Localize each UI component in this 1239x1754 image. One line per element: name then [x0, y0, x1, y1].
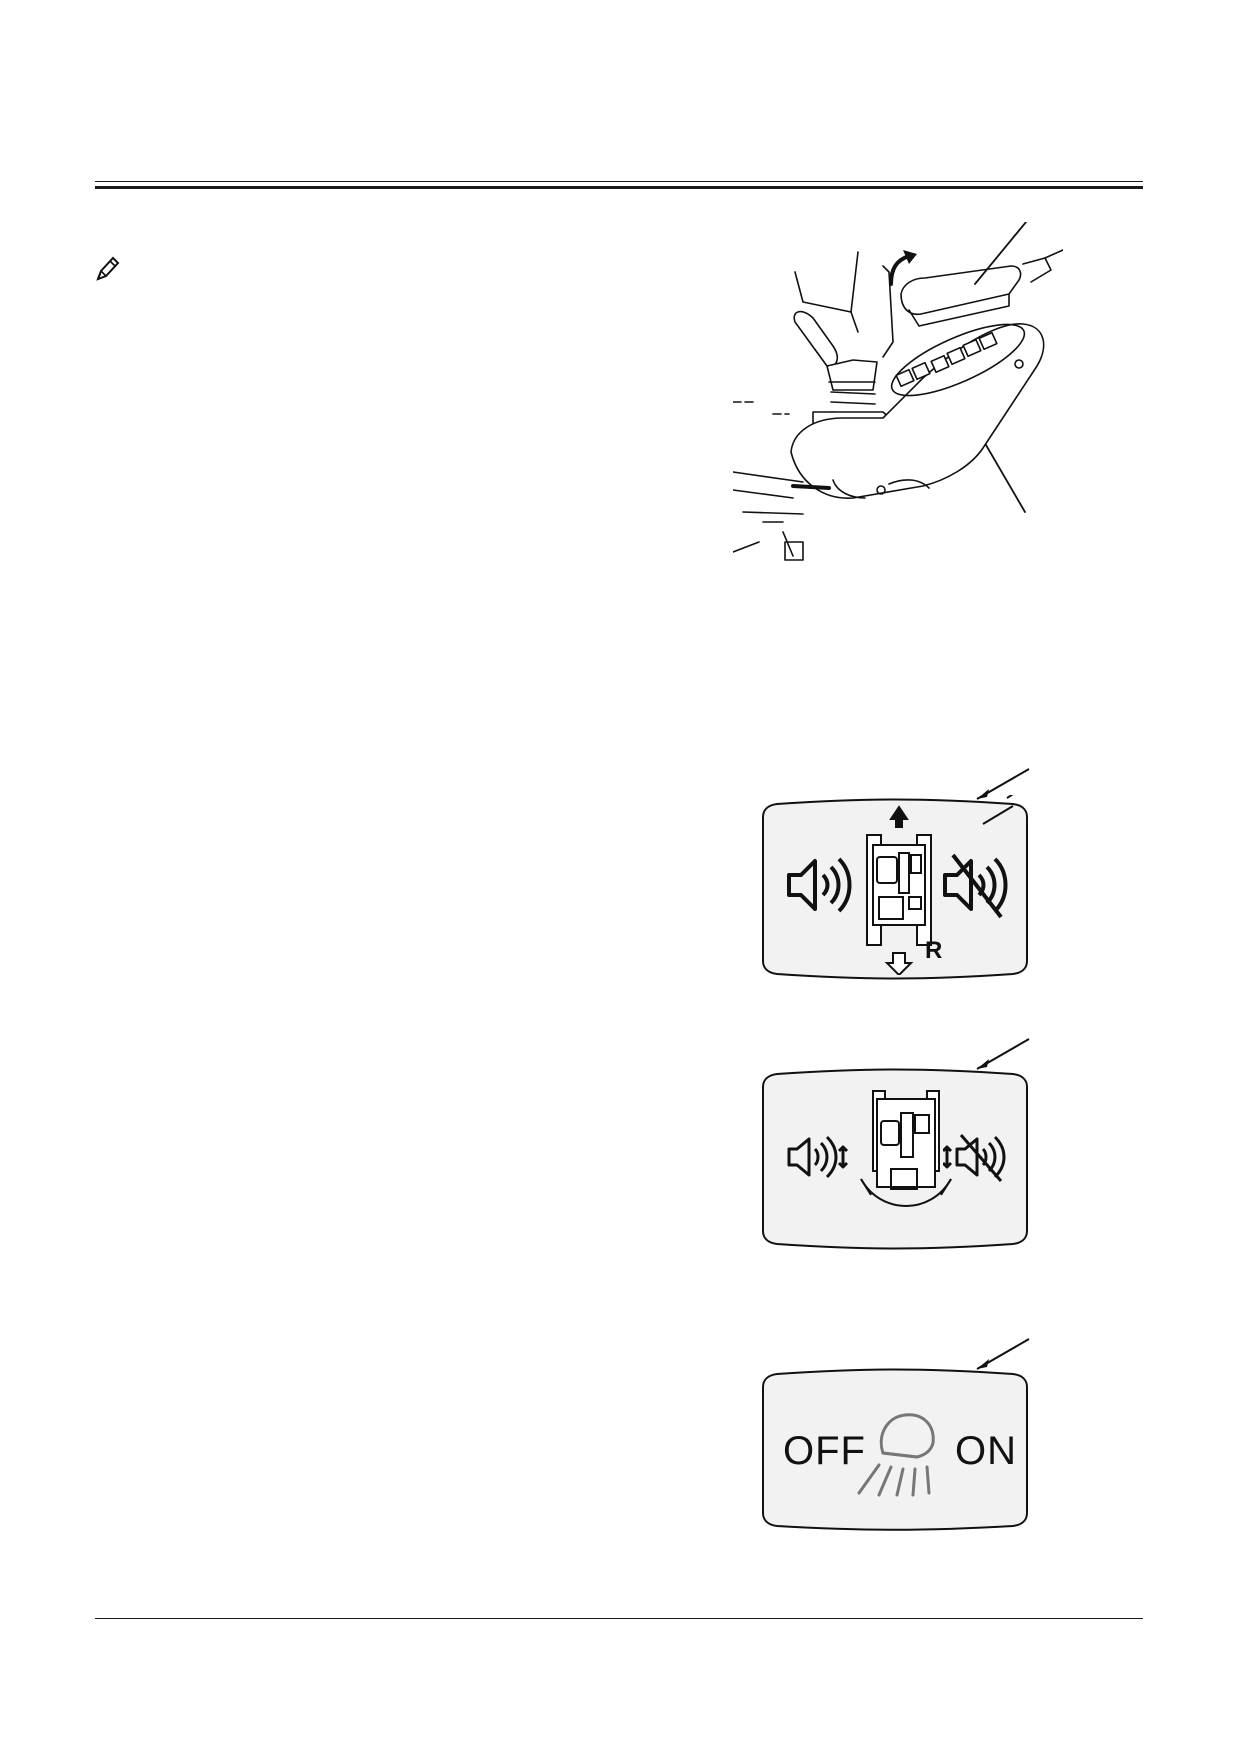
travel-alarm-switch-panel: R [755, 768, 1055, 985]
pencil-note-icon [95, 254, 121, 282]
work-light-icon [853, 1409, 953, 1499]
panel-leader-line [973, 765, 1033, 805]
speaker-muted-icon [939, 851, 1019, 921]
speaker-muted-icon [943, 1131, 1013, 1183]
footer-rule [95, 1618, 1143, 1619]
light-off-label: OFF [783, 1429, 866, 1473]
excavator-top-view-icon [859, 805, 939, 975]
reverse-direction-label: R [925, 937, 943, 964]
header-rule-thick [95, 186, 1143, 189]
speaker-on-icon [787, 1133, 851, 1181]
excavator-top-view-icon [851, 1085, 961, 1225]
work-light-switch-panel: OFF ON [755, 1338, 1055, 1555]
header-rule-thin [95, 181, 1143, 182]
swing-alarm-switch-panel [755, 1038, 1055, 1255]
panel-leader-line [973, 1035, 1033, 1075]
panel-leader-line [973, 1335, 1033, 1375]
light-on-label: ON [955, 1429, 1017, 1473]
console-illustration [732, 221, 1064, 562]
speaker-on-icon [785, 853, 855, 917]
